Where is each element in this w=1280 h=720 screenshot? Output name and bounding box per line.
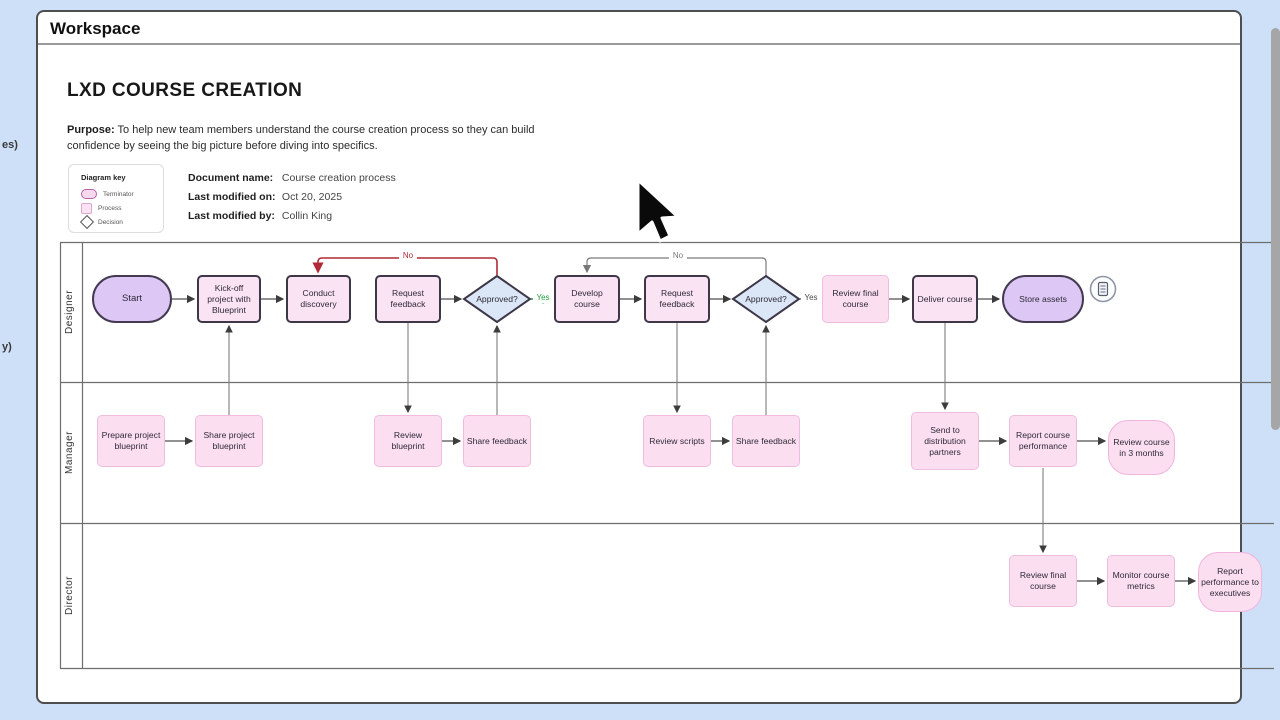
- meta-label: Last modified on:: [188, 191, 276, 203]
- node-review-scripts[interactable]: Review scripts: [643, 415, 711, 467]
- node-conduct-discovery[interactable]: Conduct discovery: [286, 275, 351, 323]
- meta-row: Document name: Course creation process: [188, 172, 396, 184]
- key-label-decision: Decision: [98, 218, 123, 226]
- node-store-assets[interactable]: Store assets: [1002, 275, 1084, 323]
- terminator-shape-icon: [81, 189, 97, 199]
- meta-value: Collin King: [281, 210, 333, 222]
- node-approved-1[interactable]: Approved?: [476, 294, 518, 304]
- node-share-feedback-2[interactable]: Share feedback: [732, 415, 800, 467]
- node-share-blueprint[interactable]: Share project blueprint: [195, 415, 263, 467]
- decision-diamond-2[interactable]: [731, 274, 801, 324]
- document-title: LXD COURSE CREATION: [67, 80, 303, 101]
- node-approved-2[interactable]: Approved?: [745, 294, 787, 304]
- process-shape-icon: [81, 202, 92, 214]
- diagram-key: Diagram key Terminator Process Decision: [68, 164, 164, 233]
- node-review-final-course[interactable]: Review final course: [822, 275, 889, 323]
- clipped-text-fragment: y): [2, 341, 12, 353]
- key-label-process: Process: [98, 204, 122, 212]
- panel-header: Workspace: [38, 12, 1240, 45]
- meta-value: Oct 20, 2025: [281, 191, 343, 203]
- node-prepare-blueprint[interactable]: Prepare project blueprint: [97, 415, 165, 467]
- meta-label: Document name:: [188, 172, 274, 184]
- clipped-text-fragment: es): [2, 139, 18, 151]
- meta-label: Last modified by:: [188, 210, 275, 222]
- node-kickoff-project[interactable]: Kick-off project with Blueprint: [197, 275, 261, 323]
- edge-label-no-1: No: [399, 251, 417, 261]
- node-review-3-months[interactable]: Review course in 3 months: [1108, 420, 1175, 475]
- decision-diamond-1[interactable]: [462, 274, 532, 324]
- vertical-scrollbar-thumb[interactable]: [1271, 28, 1280, 430]
- purpose-body: To help new team members understand the …: [67, 124, 535, 152]
- node-report-performance[interactable]: Report course performance: [1009, 415, 1077, 467]
- meta-value: Course creation process: [281, 172, 396, 184]
- node-send-distribution[interactable]: Send to distribution partners: [911, 412, 979, 470]
- edge-label-no-2: No: [669, 251, 687, 261]
- node-start[interactable]: Start: [92, 275, 172, 323]
- key-label-terminator: Terminator: [103, 190, 134, 198]
- purpose-label: Purpose:: [67, 124, 115, 136]
- note-icon[interactable]: [1089, 275, 1117, 303]
- purpose-text: Purpose: To help new team members unders…: [67, 122, 567, 154]
- node-share-feedback-1[interactable]: Share feedback: [463, 415, 531, 467]
- node-deliver-course[interactable]: Deliver course: [912, 275, 978, 323]
- node-develop-course[interactable]: Develop course: [554, 275, 620, 323]
- node-monitor-metrics[interactable]: Monitor course metrics: [1107, 555, 1175, 607]
- diagram-key-title: Diagram key: [81, 173, 126, 182]
- edge-label-yes-2: Yes: [801, 293, 821, 303]
- meta-row: Last modified by: Collin King: [188, 210, 332, 222]
- node-review-blueprint[interactable]: Review blueprint: [374, 415, 442, 467]
- edge-label-yes-1: Yes: [533, 293, 553, 303]
- node-report-executives[interactable]: Report performance to executives: [1198, 552, 1262, 612]
- mouse-cursor-icon: [636, 178, 680, 243]
- node-request-feedback-2[interactable]: Request feedback: [644, 275, 710, 323]
- panel-title: Workspace: [50, 19, 141, 38]
- meta-row: Last modified on: Oct 20, 2025: [188, 191, 342, 203]
- node-request-feedback-1[interactable]: Request feedback: [375, 275, 441, 323]
- node-review-final-director[interactable]: Review final course: [1009, 555, 1077, 607]
